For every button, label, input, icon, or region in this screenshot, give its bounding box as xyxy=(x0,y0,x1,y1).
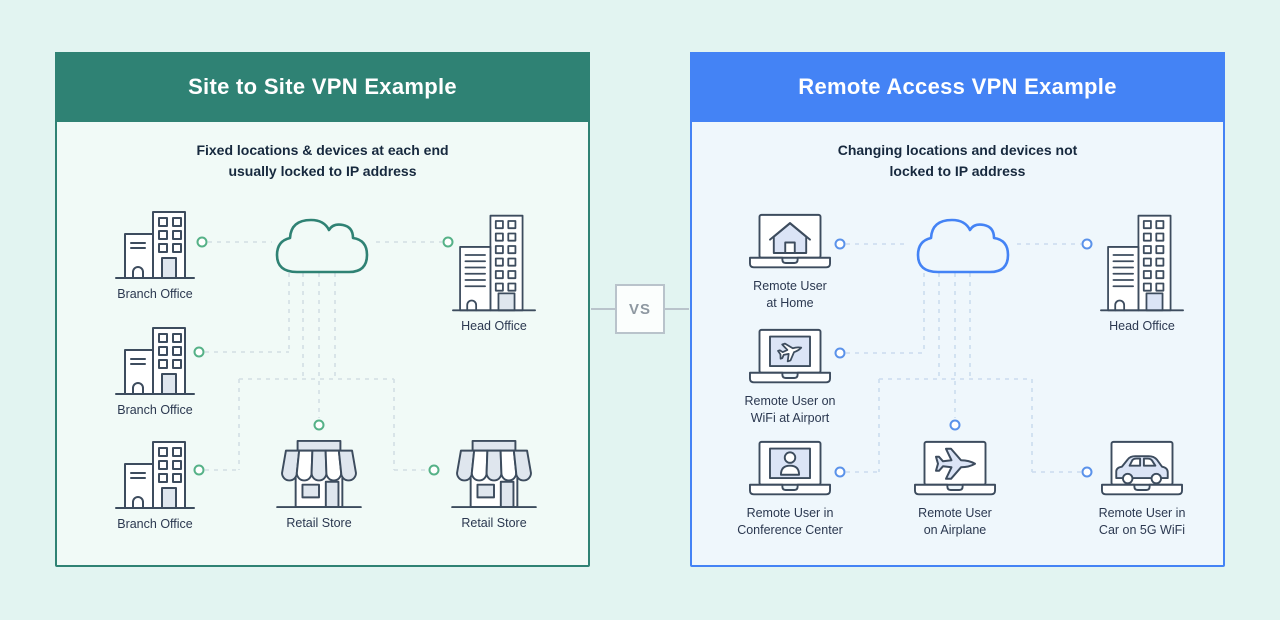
branch-office-building-icon xyxy=(113,439,197,511)
node-label: Remote User in Conference Center xyxy=(737,506,843,537)
left-subtitle-line-2: usually locked to IP address xyxy=(228,163,417,179)
left-panel-title: Site to Site VPN Example xyxy=(188,74,457,99)
node-label: Branch Office xyxy=(117,403,193,417)
laptop-airplane-icon xyxy=(746,327,834,388)
node-label: Remote User at Home xyxy=(753,279,827,310)
node-head-office-left: Head Office xyxy=(419,213,569,335)
left-subtitle-line-1: Fixed locations & devices at each end xyxy=(196,142,449,158)
retail-storefront-icon xyxy=(449,438,539,510)
node-branch-office-1: Branch Office xyxy=(80,209,230,303)
right-connection-wires xyxy=(834,238,1093,478)
node-remote-user-airport: Remote User on WiFi at Airport xyxy=(715,327,865,426)
remote-access-panel: Remote Access VPN Example Changing locat… xyxy=(690,52,1225,567)
internet-cloud-icon xyxy=(270,211,374,277)
node-remote-user-conference: Remote User in Conference Center xyxy=(715,439,865,538)
laptop-car-icon xyxy=(1098,439,1186,500)
remote-access-header: Remote Access VPN Example xyxy=(690,52,1225,122)
head-office-building-icon xyxy=(1099,213,1185,313)
left-connection-dots xyxy=(193,236,454,476)
site-to-site-header: Site to Site VPN Example xyxy=(55,52,590,122)
node-label: Remote User on WiFi at Airport xyxy=(744,394,836,425)
vs-connector-right xyxy=(665,308,689,310)
internet-cloud-icon xyxy=(911,211,1015,277)
laptop-house-icon xyxy=(746,212,834,273)
node-remote-user-home: Remote User at Home xyxy=(715,212,865,311)
node-remote-user-car: Remote User in Car on 5G WiFi xyxy=(1067,439,1217,538)
branch-office-building-icon xyxy=(113,209,197,281)
laptop-airplane-large-icon xyxy=(911,439,999,500)
node-label: Retail Store xyxy=(461,516,527,530)
head-office-building-icon xyxy=(451,213,537,313)
node-label: Head Office xyxy=(1109,319,1175,333)
node-label: Head Office xyxy=(461,319,527,333)
retail-storefront-icon xyxy=(274,438,364,510)
node-label: Branch Office xyxy=(117,287,193,301)
left-connection-wires xyxy=(193,236,454,476)
node-retail-store-2: Retail Store xyxy=(419,438,569,532)
right-connection-dots xyxy=(834,238,1093,478)
node-label: Remote User in Car on 5G WiFi xyxy=(1098,506,1186,537)
node-label: Remote User on Airplane xyxy=(918,506,992,537)
laptop-person-icon xyxy=(746,439,834,500)
branch-office-building-icon xyxy=(113,325,197,397)
vs-badge: VS xyxy=(615,284,665,334)
node-remote-user-airplane: Remote User on Airplane xyxy=(880,439,1030,538)
node-branch-office-3: Branch Office xyxy=(80,439,230,533)
site-to-site-panel: Site to Site VPN Example Fixed locations… xyxy=(55,52,590,567)
left-panel-subtitle: Fixed locations & devices at each end us… xyxy=(57,140,588,182)
node-label: Branch Office xyxy=(117,517,193,531)
node-branch-office-2: Branch Office xyxy=(80,325,230,419)
node-head-office-right: Head Office xyxy=(1067,213,1217,335)
right-subtitle-line-2: locked to IP address xyxy=(889,163,1026,179)
node-retail-store-1: Retail Store xyxy=(244,438,394,532)
vs-connector-left xyxy=(591,308,615,310)
node-label: Retail Store xyxy=(286,516,352,530)
right-panel-title: Remote Access VPN Example xyxy=(798,74,1117,99)
right-panel-subtitle: Changing locations and devices not locke… xyxy=(692,140,1223,182)
right-subtitle-line-1: Changing locations and devices not xyxy=(837,142,1078,158)
